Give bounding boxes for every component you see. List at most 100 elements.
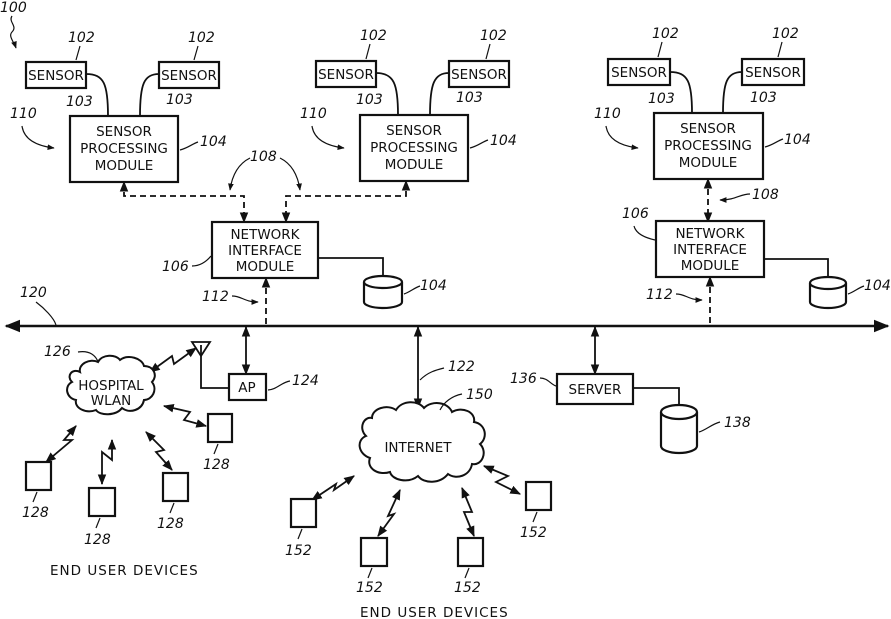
leader (194, 46, 198, 60)
ref-150: 150 (466, 387, 493, 403)
sensor-label: SENSOR (161, 68, 217, 84)
ref-110: 110 (300, 106, 327, 122)
leader (634, 226, 655, 240)
leader (298, 529, 302, 539)
wlan-devices: 128 128 128 128 (22, 406, 232, 548)
leader (192, 256, 211, 266)
wireless-link (462, 488, 474, 536)
ref-103: 103 (750, 90, 777, 106)
leader (540, 378, 556, 386)
wireless-link (102, 440, 112, 484)
leader (33, 492, 37, 502)
ref-104: 104 (490, 133, 517, 149)
end-user-device (208, 414, 232, 442)
ref-110: 110 (594, 106, 621, 122)
leader (404, 286, 420, 294)
ref-112: 112 (202, 289, 229, 305)
sensor-label: SENSOR (451, 67, 507, 83)
ref-104: 104 (200, 134, 227, 150)
ref-152: 152 (454, 580, 481, 596)
ref-106: 106 (162, 259, 189, 275)
sensor-link (723, 72, 742, 113)
ref-100-arrow (11, 16, 16, 48)
antenna-icon (192, 342, 229, 388)
ref-152: 152 (356, 580, 383, 596)
sensor-label: SENSOR (318, 67, 374, 83)
wireless-link (164, 406, 206, 426)
ref-108-arrow (230, 158, 250, 190)
ref-110: 110 (10, 106, 37, 122)
nim-line: MODULE (681, 258, 740, 274)
leader (180, 142, 198, 150)
leader (368, 568, 372, 578)
wireless-link (378, 490, 400, 536)
spm-line: MODULE (385, 157, 444, 173)
spm-line: PROCESSING (80, 141, 168, 157)
ref-100: 100 (0, 0, 27, 16)
sensor-group-1: SENSOR SENSOR 102 102 103 103 SENSOR PRO… (10, 30, 227, 182)
ref-102: 102 (360, 28, 387, 44)
leader (658, 42, 662, 57)
ref-138: 138 (724, 415, 751, 431)
ref-108: 108 (752, 187, 779, 203)
ref-102: 102 (772, 26, 799, 42)
leader (420, 368, 444, 380)
ref-103: 103 (648, 91, 675, 107)
ref-112: 112 (646, 287, 673, 303)
leader (533, 512, 537, 522)
ref-124: 124 (292, 373, 319, 389)
storage-icon (810, 277, 846, 308)
ref-104: 104 (420, 278, 447, 294)
leader (268, 381, 290, 390)
leader (170, 503, 174, 513)
ref-128: 128 (84, 532, 111, 548)
caption-end-user-devices: END USER DEVICES (360, 605, 509, 619)
server-label: SERVER (569, 382, 622, 398)
end-user-device (458, 538, 483, 566)
ref-103: 103 (456, 90, 483, 106)
sensor-link (430, 73, 449, 115)
sensor-label: SENSOR (28, 68, 84, 84)
leader (465, 568, 469, 578)
nim-line: NETWORK (230, 227, 300, 243)
wlan-label: WLAN (91, 393, 132, 409)
leader (366, 44, 370, 59)
wireless-link (150, 348, 196, 372)
ref-103: 103 (66, 94, 93, 110)
end-user-device (163, 473, 188, 501)
sensor-group-3: SENSOR SENSOR 102 102 103 103 SENSOR PRO… (594, 26, 811, 179)
leader (778, 42, 782, 57)
ref-128: 128 (203, 457, 230, 473)
ref-128: 128 (22, 505, 49, 521)
wireless-link (146, 432, 172, 470)
storage-icon (364, 276, 402, 308)
sensor-group-2: SENSOR SENSOR 102 102 103 103 SENSOR PRO… (300, 28, 517, 181)
leader (470, 140, 488, 148)
leader (36, 302, 56, 325)
ref-112-arrow (232, 296, 258, 302)
ref-103: 103 (356, 92, 383, 108)
end-user-device (26, 462, 51, 490)
ref-120: 120 (20, 285, 47, 301)
end-user-device (291, 499, 316, 527)
ref-122: 122 (448, 359, 475, 375)
spm-line: MODULE (679, 155, 738, 171)
spm-line: PROCESSING (370, 140, 458, 156)
leader (214, 444, 218, 454)
ref-108-arrow (720, 194, 750, 200)
ref-126: 126 (44, 344, 71, 360)
spm-line: SENSOR (96, 124, 152, 140)
spm-line: SENSOR (386, 123, 442, 139)
nim-line: NETWORK (675, 226, 745, 242)
ref-102: 102 (68, 30, 95, 46)
ref-108: 108 (250, 149, 277, 165)
dashed-link-108 (286, 181, 406, 222)
ref-110-arrow (312, 126, 344, 148)
caption-end-user-devices: END USER DEVICES (50, 563, 199, 579)
leader (486, 44, 490, 59)
ref-136: 136 (510, 371, 537, 387)
leader (96, 518, 100, 528)
database-icon (661, 405, 697, 453)
internet-label: INTERNET (384, 440, 452, 456)
